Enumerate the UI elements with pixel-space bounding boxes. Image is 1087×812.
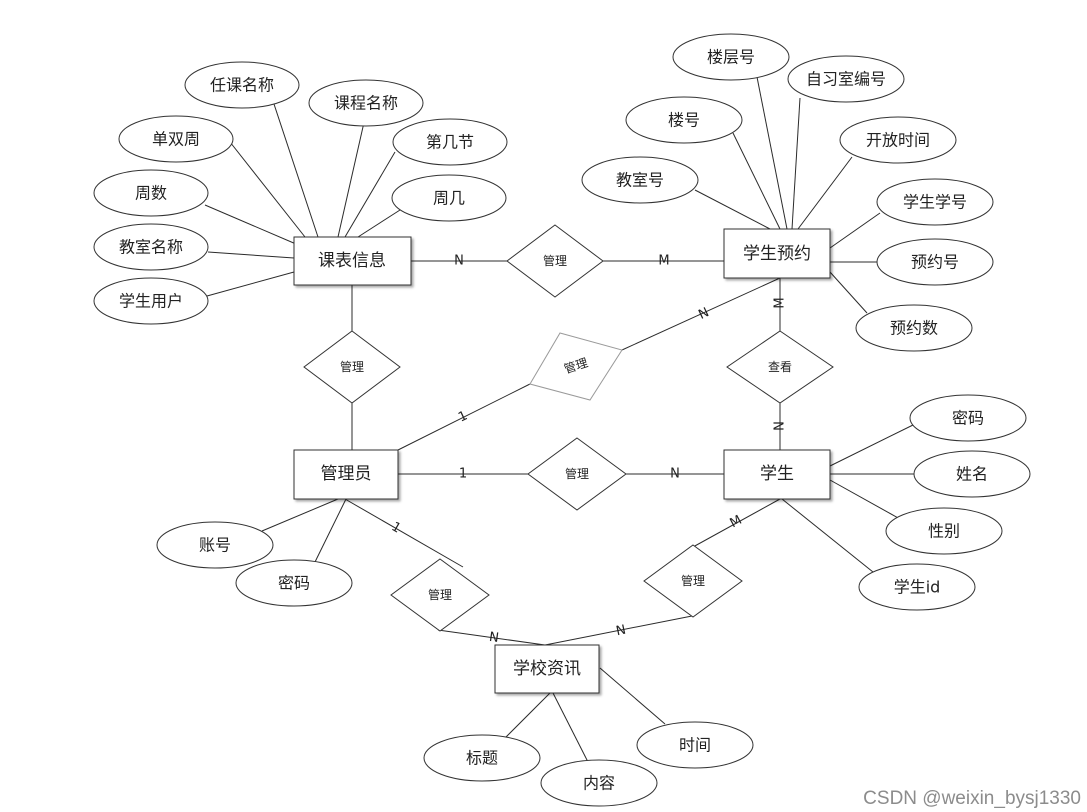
attr-label: 密码 <box>278 574 310 593</box>
attr-label: 标题 <box>466 749 498 768</box>
attr-label: 周几 <box>433 189 465 208</box>
attr-label: 学生用户 <box>119 292 183 311</box>
rel-student-news: 管理 <box>643 544 743 618</box>
attr-label: 学生id <box>894 578 941 597</box>
rel-label: 管理 <box>565 466 589 481</box>
rel-label: 管理 <box>340 359 364 374</box>
attr-student-name: 姓名 <box>913 450 1031 498</box>
attr-label: 第几节 <box>426 133 474 152</box>
attr-course-weeks: 周数 <box>93 169 209 217</box>
cardinality-reservation-student-reservation: M <box>773 297 788 308</box>
entity-news: 学校资讯 <box>494 644 600 694</box>
entity-label: 学生 <box>760 464 794 484</box>
cardinality-admin-student-student: N <box>670 467 680 482</box>
attr-label: 密码 <box>952 409 984 428</box>
attr-label: 教室号 <box>616 171 664 190</box>
attr-label: 预约数 <box>890 319 938 338</box>
rel-course-reservation: 管理 <box>506 224 604 298</box>
rel-label: 管理 <box>681 573 705 588</box>
attr-course-student-user: 学生用户 <box>93 277 209 325</box>
attr-student-password: 密码 <box>909 394 1027 442</box>
attr-reservation-floor: 楼层号 <box>672 33 790 81</box>
cardinality-admin-news-news: N <box>488 630 500 646</box>
rel-reservation-student: 查看 <box>726 330 834 404</box>
attr-reservation-id: 预约号 <box>876 238 994 286</box>
attr-label: 开放时间 <box>866 131 930 150</box>
attr-label: 账号 <box>199 536 231 555</box>
cardinality-admin-news-admin: 1 <box>389 519 404 536</box>
attr-course-oddeven: 单双周 <box>118 115 234 163</box>
rel-label: 管理 <box>428 587 452 602</box>
attr-label: 预约号 <box>911 253 959 272</box>
cardinality-course-reservation-course: N <box>454 254 464 269</box>
rel-label: 管理 <box>543 253 567 268</box>
cardinality-labels: N M 1 N M N 1 N 1 N M N <box>389 254 788 647</box>
attr-course-teacher: 任课名称 <box>184 61 300 109</box>
attr-student-gender: 性别 <box>885 507 1003 555</box>
cardinality-reservation-student-student: N <box>773 421 788 431</box>
attr-student-id: 学生id <box>858 563 976 611</box>
entity-label: 课表信息 <box>318 251 386 271</box>
attr-admin-account: 账号 <box>156 521 274 569</box>
cardinality-admin-reservation-admin: 1 <box>456 408 470 425</box>
rel-admin-reservation: 管理 <box>529 332 623 401</box>
cardinality-course-reservation-reservation: M <box>658 254 669 269</box>
attr-admin-password: 密码 <box>235 559 353 607</box>
attr-label: 自习室编号 <box>806 70 886 89</box>
attr-reservation-count: 预约数 <box>855 304 973 352</box>
attr-course-period: 第几节 <box>392 118 508 166</box>
cardinality-admin-student-admin: 1 <box>459 467 467 482</box>
attr-label: 课程名称 <box>334 94 398 113</box>
cardinality-admin-reservation-reservation: N <box>696 305 711 323</box>
connector-lines <box>204 76 918 763</box>
attr-course-weekday: 周几 <box>391 174 507 222</box>
attr-news-title: 标题 <box>423 734 541 782</box>
attr-label: 姓名 <box>956 465 988 484</box>
entity-student: 学生 <box>723 449 831 500</box>
entity-label: 学生预约 <box>743 244 811 264</box>
rel-admin-news: 管理 <box>390 558 490 632</box>
entity-reservation: 学生预约 <box>723 228 831 279</box>
attr-reservation-classroom-no: 教室号 <box>581 156 699 204</box>
attr-news-content: 内容 <box>540 759 658 807</box>
attr-label: 教室名称 <box>119 238 183 257</box>
entity-admin: 管理员 <box>293 449 399 500</box>
attr-label: 学生学号 <box>903 193 967 212</box>
attr-reservation-open-time: 开放时间 <box>839 116 957 164</box>
cardinality-student-news-student: M <box>728 513 745 532</box>
entity-course: 课表信息 <box>293 236 412 286</box>
cardinality-student-news-news: N <box>615 623 628 640</box>
rel-label: 管理 <box>562 355 589 377</box>
attr-reservation-student-no: 学生学号 <box>876 178 994 226</box>
attr-label: 周数 <box>135 184 167 203</box>
watermark: CSDN @weixin_bysj1330 <box>863 788 1081 809</box>
rel-course-admin: 管理 <box>303 330 401 404</box>
attr-reservation-building: 楼号 <box>625 96 743 144</box>
rel-label: 查看 <box>768 360 792 374</box>
attr-label: 时间 <box>679 736 711 755</box>
attr-label: 楼号 <box>668 111 700 130</box>
entity-label: 学校资讯 <box>513 659 581 679</box>
attr-course-name: 课程名称 <box>308 79 424 127</box>
attr-label: 性别 <box>928 522 960 541</box>
attr-label: 单双周 <box>152 130 200 149</box>
rel-admin-student: 管理 <box>527 437 627 511</box>
attr-news-time: 时间 <box>636 721 754 769</box>
attr-label: 内容 <box>583 774 615 793</box>
attr-course-classroom: 教室名称 <box>93 223 209 271</box>
attr-label: 楼层号 <box>707 48 755 67</box>
attr-label: 任课名称 <box>210 76 274 95</box>
entity-label: 管理员 <box>321 464 372 484</box>
attr-reservation-room-no: 自习室编号 <box>787 55 905 103</box>
